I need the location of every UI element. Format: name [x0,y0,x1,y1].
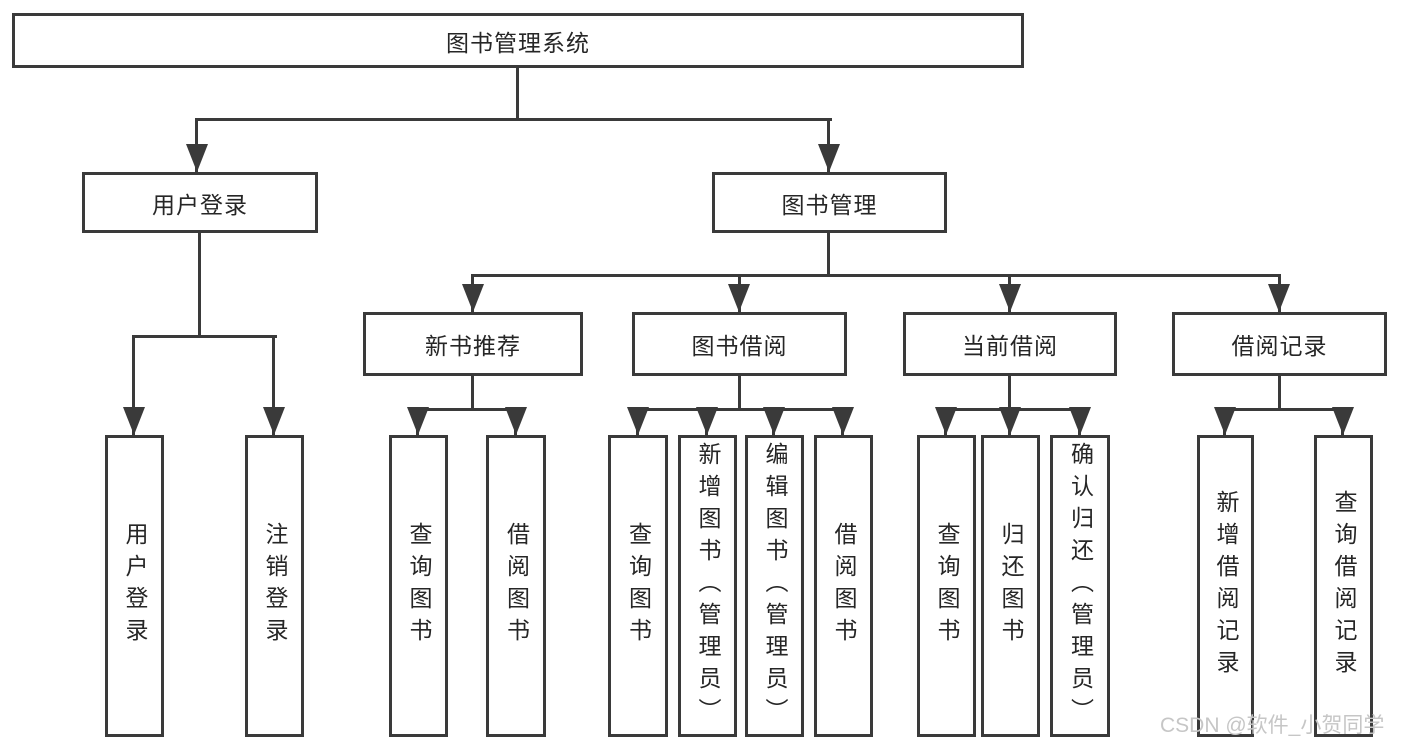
arrowhead-g2-leaf2 [696,407,718,435]
leaf-add-books-admin-label: 新增图书（管理员） [695,442,721,730]
leaf-add-borrow-record: 新增借阅记录 [1197,435,1254,737]
arrowhead-g3-leaf3 [1069,407,1091,435]
arrowhead-leaf-logout [263,407,285,435]
leaf-recommend-borrow-books: 借阅图书 [486,435,546,737]
arrowhead-g2-leaf3 [763,407,785,435]
arrowhead-g4-leaf1 [1214,407,1236,435]
leaf-user-login: 用户登录 [105,435,164,737]
leaf-return-books: 归还图书 [981,435,1040,737]
leaf-borrowing-query-books-label: 查询图书 [625,522,652,650]
arrowhead-book-borrowing [728,284,750,312]
node-book-borrowing-label: 图书借阅 [691,333,788,359]
arrowhead-current-borrowing [999,284,1021,312]
node-user-login-label: 用户登录 [152,191,248,218]
node-root-label: 图书管理系统 [446,29,590,56]
connector-root-span [196,118,832,121]
connector-to-leaf-logout [272,335,275,435]
node-book-management: 图书管理 [712,172,947,233]
arrowhead-borrowing-records [1268,284,1290,312]
connector-g2-trunk [738,376,741,410]
arrowhead-g1-leaf1 [407,407,429,435]
arrowhead-leaf-user-login [123,407,145,435]
leaf-recommend-query-books: 查询图书 [389,435,448,737]
leaf-edit-books-admin-label: 编辑图书（管理员） [762,442,788,730]
connector-g4-span [1224,408,1345,411]
node-borrowing-records-label: 借阅记录 [1231,333,1328,359]
node-book-borrowing: 图书借阅 [632,312,847,376]
connector-g1-span [417,408,518,411]
leaf-recommend-query-books-label: 查询图书 [406,522,432,650]
arrowhead-g2-leaf4 [832,407,854,435]
connector-g3-trunk [1008,376,1011,410]
leaf-query-borrow-record-label: 查询借阅记录 [1331,490,1357,682]
arrowhead-user-login [186,144,208,172]
leaf-add-borrow-record-label: 新增借阅记录 [1213,490,1239,682]
connector-g2-span [637,408,845,411]
connector-to-leaf-user-login [132,335,135,435]
leaf-borrowing-borrow-books-label: 借阅图书 [831,522,857,650]
leaf-edit-books-admin: 编辑图书（管理员） [745,435,804,737]
node-root: 图书管理系统 [12,13,1024,68]
arrowhead-g3-leaf1 [935,407,957,435]
node-new-book-recommend-label: 新书推荐 [425,333,521,359]
connector-book-management-span [471,274,1281,277]
leaf-current-query-books-label: 查询图书 [934,522,960,650]
node-current-borrowing-label: 当前借阅 [962,333,1058,359]
leaf-current-query-books: 查询图书 [917,435,976,737]
connector-g4-trunk [1278,376,1281,410]
leaf-query-borrow-record: 查询借阅记录 [1314,435,1373,737]
arrowhead-g2-leaf1 [627,407,649,435]
connector-user-login-trunk [198,233,201,338]
leaf-user-login-label: 用户登录 [122,522,148,650]
arrowhead-g3-leaf2 [999,407,1021,435]
leaf-add-books-admin: 新增图书（管理员） [678,435,737,737]
leaf-borrowing-borrow-books: 借阅图书 [814,435,873,737]
arrowhead-new-book-recommend [462,284,484,312]
node-current-borrowing: 当前借阅 [903,312,1117,376]
connector-user-login-span [133,335,277,338]
leaf-return-books-label: 归还图书 [998,522,1024,650]
leaf-recommend-borrow-books-label: 借阅图书 [503,522,530,650]
arrowhead-book-management [818,144,840,172]
connector-g1-trunk [471,376,474,410]
connector-root-trunk [516,68,519,120]
leaf-logout: 注销登录 [245,435,304,737]
arrowhead-g1-leaf2 [505,407,527,435]
node-new-book-recommend: 新书推荐 [363,312,583,376]
leaf-confirm-return-admin: 确认归还（管理员） [1050,435,1110,737]
leaf-borrowing-query-books: 查询图书 [608,435,668,737]
leaf-confirm-return-admin-label: 确认归还（管理员） [1067,442,1094,730]
leaf-logout-label: 注销登录 [262,522,288,650]
connector-book-management-trunk [827,233,830,277]
node-book-management-label: 图书管理 [781,191,878,218]
node-borrowing-records: 借阅记录 [1172,312,1387,376]
node-user-login: 用户登录 [82,172,318,233]
csdn-watermark: CSDN @软件_小贺同学 [1160,714,1385,737]
arrowhead-g4-leaf2 [1332,407,1354,435]
